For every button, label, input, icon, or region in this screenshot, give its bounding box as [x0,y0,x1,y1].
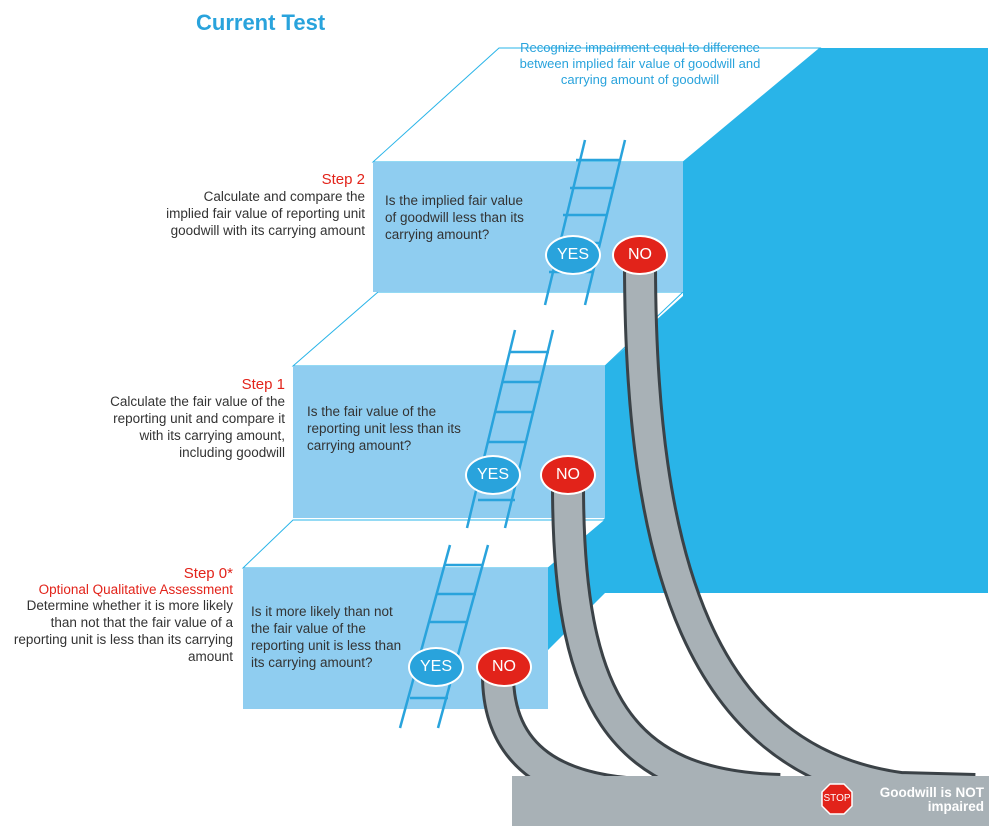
step1-yes-badge: YES [465,455,521,495]
step0-top-face [241,519,607,569]
step0-no-badge: NO [476,647,532,687]
step0-subheading: Optional Qualitative Assessment [38,582,233,597]
step0-label-group: Step 0* Optional Qualitative Assessment … [0,565,233,665]
step1-heading: Step 1 [241,376,285,393]
step1-no-badge: NO [540,455,596,495]
step0-heading: Step 0* [183,565,233,582]
step1-description: Calculate the fair value of the reportin… [110,394,285,460]
step0-question: Is it more likely than not the fair valu… [251,604,402,670]
step2-description: Calculate and compare the implied fair v… [166,189,365,238]
step2-label-group: Step 2 Calculate and compare the implied… [160,171,365,239]
page-title: Current Test [196,10,326,35]
stop-sign-label: STOP [823,793,851,804]
step2-heading: Step 2 [321,171,365,188]
step2-side-wall [683,48,988,593]
stop-sign-icon [821,783,853,815]
step2-question: Is the implied fair value of goodwill le… [385,193,524,242]
step2-yes-badge: YES [545,235,601,275]
pipe-base [512,776,989,826]
step1-label-group: Step 1 Calculate the fair value of the r… [110,376,285,461]
ladders [398,139,627,729]
step2-no-badge: NO [612,235,668,275]
step1-question: Is the fair value of the reporting unit … [307,404,461,453]
step0-yes-badge: YES [408,647,464,687]
top-note: Recognize impairment equal to difference… [519,40,761,87]
step0-description: Determine whether it is more likely than… [13,598,233,664]
stop-message: Goodwill is NOT impaired [879,785,984,814]
